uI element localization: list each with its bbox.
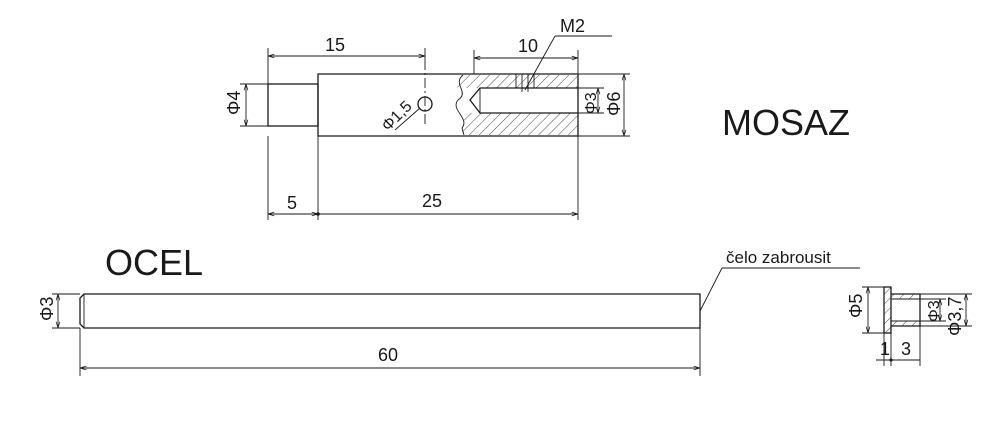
bore-outline bbox=[469, 87, 578, 114]
brass-part: 15 10 M2 Φ4 Φ1,5 Φ3 Φ6 5 25 bbox=[224, 16, 630, 220]
dim-bush-phi3: Φ3 bbox=[926, 300, 943, 322]
dim-bush-phi5: Φ5 bbox=[846, 294, 866, 318]
dim-5: 5 bbox=[287, 193, 297, 213]
steel-shaft: Φ3 60 čelo zabrousit bbox=[37, 248, 860, 376]
dim-phi3-bore: Φ3 bbox=[583, 92, 600, 114]
note-grind-face: čelo zabrousit bbox=[726, 248, 831, 267]
dim-15: 15 bbox=[325, 35, 345, 55]
dim-bush-1: 1 bbox=[880, 339, 890, 359]
dim-shaft-phi3: Φ3 bbox=[37, 297, 57, 321]
section-hatch-upper bbox=[457, 75, 578, 94]
material-label-bottom: OCEL bbox=[105, 242, 203, 283]
dim-phi4: Φ4 bbox=[224, 91, 244, 115]
brass-pin bbox=[267, 83, 319, 127]
material-label-top: MOSAZ bbox=[722, 102, 850, 143]
dim-m2: M2 bbox=[560, 16, 585, 36]
dim-60: 60 bbox=[378, 345, 398, 365]
dim-10: 10 bbox=[518, 36, 538, 56]
bushing-sleeve bbox=[891, 293, 921, 327]
dim-bush-phi37: Φ3,7 bbox=[945, 297, 965, 336]
bushing: Φ5 Φ3 Φ3,7 1 3 bbox=[846, 286, 972, 366]
dim-bush-3: 3 bbox=[901, 339, 911, 359]
section-hatch-lower bbox=[461, 113, 578, 135]
dim-phi6: Φ6 bbox=[604, 92, 624, 116]
shaft-outline bbox=[79, 293, 701, 329]
dim-25: 25 bbox=[422, 191, 442, 211]
thread-hole bbox=[515, 73, 535, 89]
bushing-flange bbox=[884, 287, 891, 333]
